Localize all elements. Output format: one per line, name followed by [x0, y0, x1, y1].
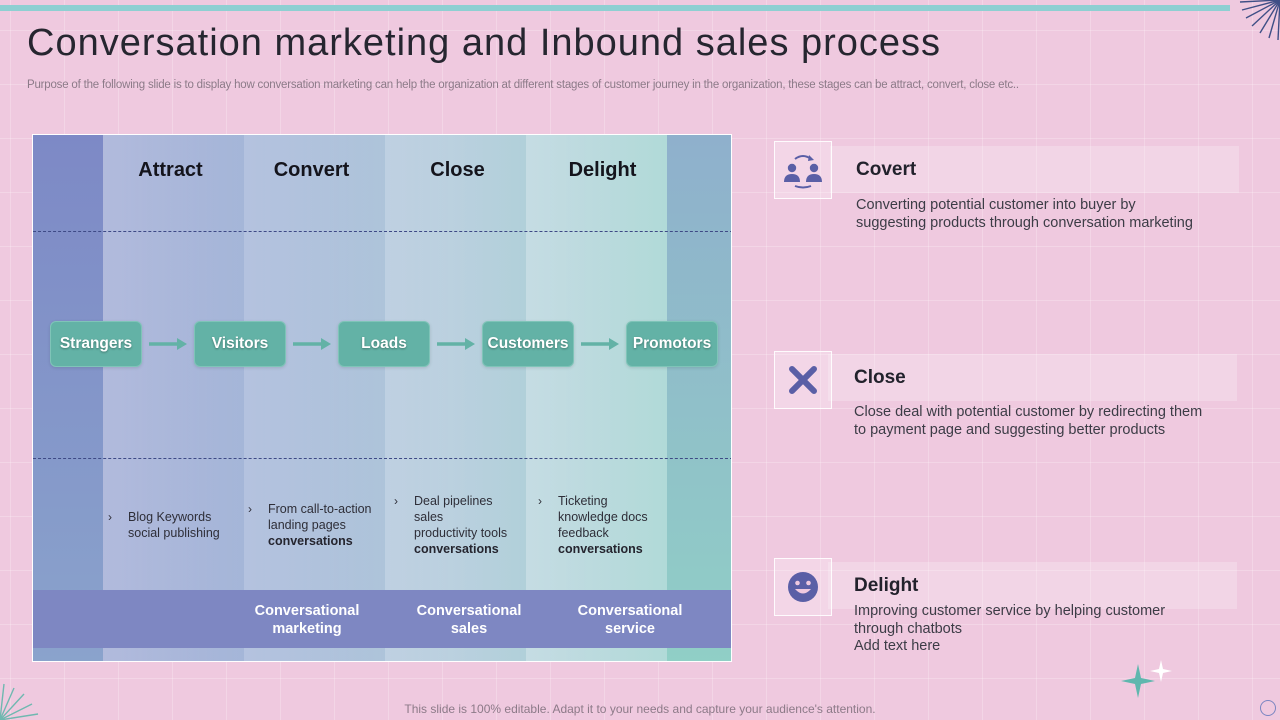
card-desc-line: through chatbots [854, 620, 963, 637]
band-label-service: Conversational service [555, 602, 705, 638]
bullet-chevron-icon: › [538, 494, 542, 508]
card-desc-close: Close deal with potential customer by re… [854, 403, 1202, 439]
stage-list-attract: › Blog Keywords social publishing [108, 509, 220, 541]
list-item: Ticketing [558, 494, 608, 508]
diagram-left-strip [33, 135, 103, 661]
user-exchange-icon [784, 155, 822, 189]
card-highlight-close [828, 354, 1237, 401]
band-label-line: Conversational [254, 603, 360, 619]
card-desc-line: Improving customer service by helping cu… [854, 603, 1166, 619]
band-label-line: Conversational [577, 603, 683, 619]
card-desc-covert: Converting potential customer into buyer… [856, 196, 1193, 232]
card-highlight-delight [828, 562, 1237, 609]
flow-step-promotors: Promotors [626, 321, 718, 367]
divider-top [33, 231, 731, 232]
corner-burst-decoration-icon [1239, 0, 1280, 40]
close-x-icon [789, 366, 817, 394]
arrow-right-icon [293, 338, 331, 350]
list-item: social publishing [128, 526, 220, 540]
band-label-line: marketing [272, 621, 342, 637]
card-desc-line: Close deal with potential customer by re… [854, 404, 1203, 420]
card-highlight-covert [830, 146, 1239, 193]
flow-step-visitors: Visitors [194, 321, 286, 367]
card-title-close: Close [854, 367, 906, 388]
band-label-line: Conversational [416, 603, 522, 619]
band-label-line: service [605, 621, 655, 637]
band-label-line: sales [450, 621, 488, 637]
diagram-right-strip [667, 135, 731, 661]
arrow-right-icon [437, 338, 475, 350]
bullet-chevron-icon: › [394, 494, 398, 508]
card-desc-line: Converting potential customer into buyer… [856, 197, 1136, 213]
card-icon-box-delight [774, 558, 832, 616]
arrow-right-icon [581, 338, 619, 350]
stage-list-delight: › Ticketing knowledge docs feedback conv… [538, 493, 648, 557]
smiley-face-icon [788, 572, 818, 602]
band-label-marketing: Conversational marketing [232, 602, 382, 638]
top-accent-bar [0, 5, 1230, 11]
stage-column-close [385, 135, 526, 661]
stage-heading-close: Close [430, 159, 485, 181]
stage-column-delight [526, 135, 667, 661]
list-item: knowledge docs [558, 510, 648, 524]
list-item-bold: conversations [558, 542, 643, 556]
corner-ring-icon [1260, 700, 1276, 716]
slide-footer: This slide is 100% editable. Adapt it to… [404, 702, 876, 716]
stage-heading-convert: Convert [273, 159, 350, 181]
stage-heading-delight: Delight [568, 159, 637, 181]
card-desc-delight: Improving customer service by helping cu… [854, 603, 1165, 656]
divider-bottom [33, 458, 731, 459]
slide-title: Conversation marketing and Inbound sales… [27, 22, 942, 64]
card-desc-line: Add text here [854, 638, 941, 654]
card-icon-box-covert [774, 141, 832, 199]
list-item: feedback [558, 526, 609, 540]
card-icon-box-close [774, 351, 832, 409]
card-desc-line: suggesting products through conversation… [856, 215, 1193, 231]
corner-burst-bottom-left-icon [0, 683, 39, 720]
list-item: landing pages [268, 518, 346, 532]
card-desc-line: to payment page and suggesting better pr… [854, 422, 1166, 438]
list-item-bold: conversations [268, 534, 353, 548]
stage-list-close: › Deal pipelines sales productivity tool… [394, 493, 507, 557]
stage-heading-attract: Attract [138, 159, 203, 181]
list-item: sales [414, 510, 444, 524]
bullet-chevron-icon: › [108, 510, 112, 524]
list-item-bold: conversations [414, 542, 499, 556]
flow-step-loads: Loads [338, 321, 430, 367]
slide-subtitle: Purpose of the following slide is to dis… [27, 79, 1019, 91]
process-diagram: Attract Convert Close Delight Strangers … [32, 134, 732, 662]
stage-column-attract [103, 135, 244, 661]
list-item: Blog Keywords [128, 510, 212, 524]
stage-column-convert [244, 135, 385, 661]
card-title-delight: Delight [854, 575, 919, 596]
card-title-covert: Covert [856, 159, 917, 180]
band-label-sales: Conversational sales [394, 602, 544, 638]
list-item: From call-to-action [268, 502, 372, 516]
flow-step-customers: Customers [482, 321, 574, 367]
stage-list-convert: › From call-to-action landing pages conv… [248, 501, 372, 549]
conversational-band [33, 590, 731, 648]
bullet-chevron-icon: › [248, 502, 252, 516]
flow-step-strangers: Strangers [50, 321, 142, 367]
sparkle-decoration-icon [1121, 660, 1172, 698]
arrow-right-icon [149, 338, 187, 350]
list-item: productivity tools [414, 526, 508, 540]
list-item: Deal pipelines [414, 494, 493, 508]
